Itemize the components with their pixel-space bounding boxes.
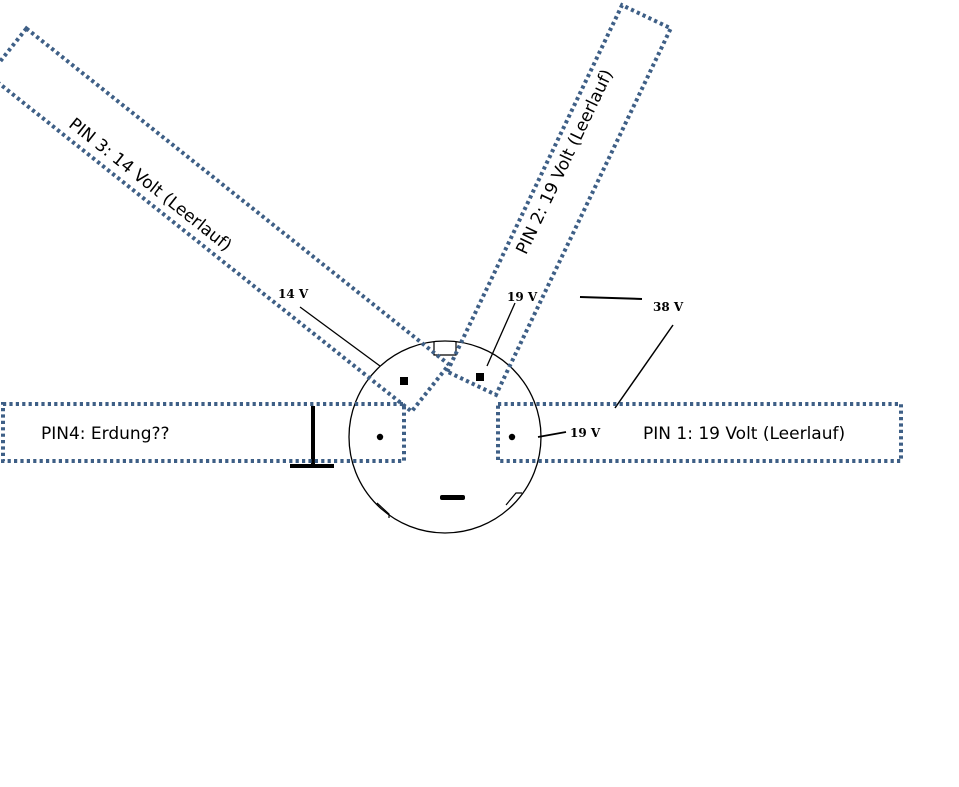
- pin-2: [476, 373, 484, 381]
- voltage-labels: 14 V 19 V 19 V 38 V: [278, 287, 684, 440]
- callout-pin4-text: PIN4: Erdung??: [41, 424, 170, 444]
- callout-box-pin2: [444, 2, 674, 398]
- pin-1: [508, 433, 516, 441]
- leader-pin2: [486, 302, 516, 367]
- pin-3: [400, 377, 408, 385]
- connector-key-bar: [440, 495, 465, 500]
- ground-symbol: [290, 406, 334, 468]
- callout-box-pin1: [496, 402, 903, 463]
- voltage-label-pin1: 19 V: [570, 426, 601, 440]
- voltage-label-38v: 38 V: [653, 300, 684, 314]
- callout-pin3-text: PIN 3: 14 Volt (Leerlauf): [65, 114, 236, 255]
- pins: [376, 373, 516, 441]
- callout-pin2-text: PIN 2: 19 Volt (Leerlauf): [512, 66, 617, 257]
- callout-boxes: [0, 2, 903, 463]
- voltage-label-pin2: 19 V: [507, 290, 538, 304]
- leader-lines: [299, 296, 674, 438]
- voltage-label-pin3: 14 V: [278, 287, 309, 301]
- leader-38v: [614, 324, 674, 409]
- leader-pin1: [537, 431, 567, 438]
- key-notch-top: [433, 342, 457, 356]
- key-notch-bottom-left: [376, 502, 390, 518]
- callout-texts: PIN4: Erdung?? PIN 1: 19 Volt (Leerlauf)…: [41, 66, 845, 444]
- callout-pin1-text: PIN 1: 19 Volt (Leerlauf): [643, 424, 845, 444]
- callout-box-pin3: [0, 25, 452, 415]
- pin-4: [376, 433, 384, 441]
- leader-pin3: [299, 306, 381, 367]
- callout-box-pin4: [1, 402, 406, 463]
- key-notch-bottom-right: [505, 492, 522, 506]
- short-dash-top-right: [579, 296, 643, 300]
